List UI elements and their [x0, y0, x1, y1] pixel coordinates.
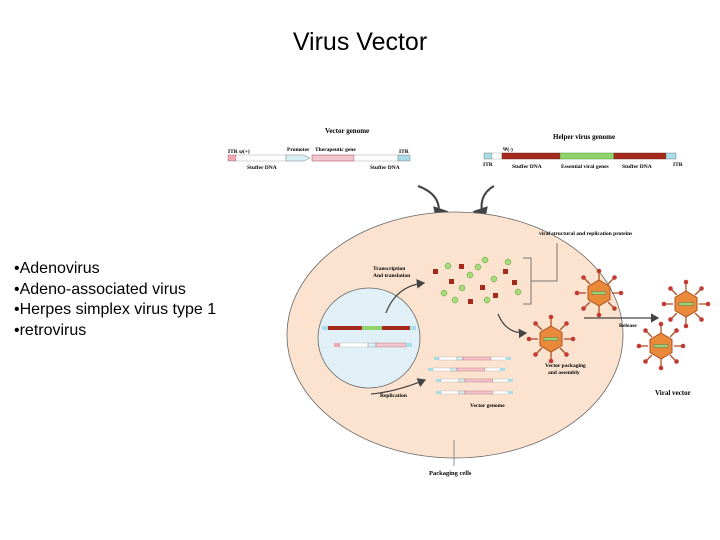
itr-label: ITR: [399, 149, 410, 155]
replication-arrow: [370, 378, 427, 395]
replication-label: Replication: [380, 393, 407, 399]
therapeutic-gene-label: Therapeutic gene: [315, 147, 356, 153]
nuclear-helper-genome: [322, 326, 416, 330]
itr-label: ITR: [483, 162, 494, 168]
vector-genome: Vector genome ITR ψ(+) Promoter Therapeu…: [227, 127, 411, 171]
stuffer-segment: [353, 154, 399, 162]
stuffer-dna-label: Stuffer DNA: [247, 165, 277, 171]
promoter-label: Promoter: [287, 147, 310, 153]
itr-block: [665, 152, 677, 160]
essential-genes-label: Essential viral genes: [561, 164, 609, 170]
stuffer-dna-block: [501, 152, 561, 160]
virion-icon: [636, 321, 686, 371]
promoter-arrow: [285, 154, 311, 162]
packaging-label: Vector packaging: [545, 363, 586, 369]
replicated-vector-genomes: [428, 356, 513, 395]
nuclear-vector-genome: [334, 342, 412, 348]
itr-psi-label: ITR ψ(+): [228, 148, 250, 155]
virion-icon: [574, 268, 624, 318]
assembly-label: and assembly: [548, 370, 580, 376]
stuffer-dna-label: Stuffer DNA: [370, 165, 400, 171]
protein-connector: [531, 243, 558, 282]
viral-proteins: [433, 256, 522, 304]
viral-vector-label: Viral vector: [655, 389, 691, 397]
slide-title: Virus Vector: [292, 28, 428, 56]
helper-genome-title: Helper virus genome: [553, 133, 615, 141]
nucleus: [317, 287, 421, 389]
itr-label: ITR: [673, 162, 684, 168]
packaging-cell: [286, 211, 624, 459]
stuffer-dna-block: [613, 152, 667, 160]
vector-genome-title: Vector genome: [325, 127, 369, 135]
essential-genes-block: [559, 152, 615, 160]
stuffer-dna-label: Stuffer DNA: [512, 164, 542, 170]
stuffer-segment: [235, 154, 287, 162]
list-item: •Herpes simplex virus type 1: [14, 301, 217, 318]
assembly-arrow: [497, 313, 528, 339]
therapeutic-gene-block: [311, 154, 355, 162]
transcription-arrow: [385, 278, 426, 314]
virus-list: •Adenovirus •Adeno-associated virus •Her…: [14, 259, 216, 341]
virion-icon: [526, 314, 576, 364]
structural-proteins-label: viral structural and replication protein…: [539, 231, 632, 237]
list-item: •Adenovirus: [14, 260, 100, 277]
virion-icon: [661, 279, 711, 329]
itr-block: [397, 154, 411, 162]
list-item: •retrovirus: [14, 321, 87, 339]
psi-minus-label: Ψ(-): [503, 146, 513, 153]
itr-block: [227, 154, 237, 162]
stuffer-dna-label: Stuffer DNA: [622, 164, 652, 170]
list-item: •Adeno-associated virus: [14, 280, 186, 298]
vector-genome-label: Vector genome: [470, 403, 505, 409]
packaging-cells-label: Packaging cells: [429, 470, 472, 477]
itr-block: [483, 152, 493, 160]
transcription-label: Transcription: [373, 266, 405, 272]
stuffer-segment: [491, 152, 503, 160]
translation-label: And translation: [373, 273, 410, 279]
release-label: Release: [619, 323, 637, 329]
helper-virus-genome: Helper virus genome Ψ(-) ITR Stuffer DNA…: [483, 133, 684, 170]
